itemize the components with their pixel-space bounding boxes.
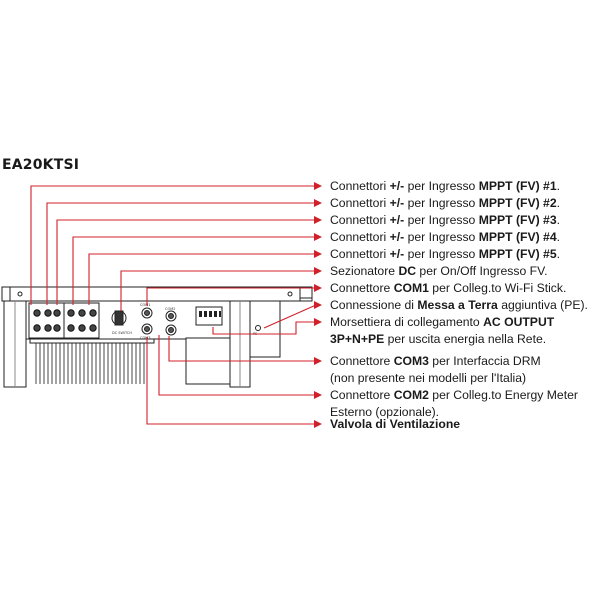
callout-emphasis: 3P+N+PE [330, 332, 385, 346]
arrow-icon [314, 199, 322, 207]
callout-text: per Interfaccia DRM [428, 354, 541, 368]
callout-mppt2: Connettori +/- per Ingresso MPPT (FV) #2… [330, 195, 560, 212]
leader-mppt4 [72, 236, 316, 305]
arrow-icon [314, 357, 322, 365]
callout-emphasis: Messa a Terra [417, 298, 498, 312]
callout-text: per Ingresso [404, 196, 479, 210]
callout-text: (non presente nei modelli per l'Italia) [330, 371, 527, 385]
callout-text: Connettori [330, 213, 390, 227]
callout-text: per uscita energia nella Rete. [384, 332, 547, 346]
arrow-icon [314, 216, 322, 224]
callout-text: Connettore [330, 354, 394, 368]
callout-arrowheads [314, 182, 322, 428]
arrow-icon [314, 233, 322, 241]
callout-emphasis: COM3 [393, 354, 429, 368]
leader-ground [263, 304, 317, 329]
callout-text: Connettori [330, 179, 390, 193]
callout-emphasis: AC OUTPUT [483, 315, 555, 329]
callout-dc-switch: Sezionatore DC per On/Off Ingresso FV. [330, 263, 547, 280]
screw-icon [287, 291, 293, 297]
callout-text: per Ingresso [404, 230, 479, 244]
arrow-icon [314, 182, 322, 190]
arrow-icon [314, 250, 322, 258]
leader-com1 [146, 287, 316, 306]
callout-text: aggiuntiva (PE). [497, 298, 588, 312]
callout-emphasis: MPPT (FV) #5 [478, 247, 557, 261]
arrow-icon [314, 420, 322, 428]
callout-text: Morsettiera di collegamento [330, 315, 484, 329]
com1-label: COM1 [140, 303, 150, 307]
callout-text: . [556, 247, 560, 261]
callout-ground: Connessione di Messa a Terra aggiuntiva … [330, 297, 588, 314]
arrow-icon [314, 391, 322, 399]
callout-text: per Ingresso [404, 179, 479, 193]
callout-text: . [556, 213, 560, 227]
callout-text: Esterno (opzionale). [330, 405, 440, 419]
callout-com3: Connettore COM3 per Interfaccia DRM (non … [330, 353, 541, 387]
callout-emphasis: MPPT (FV) #3 [478, 213, 557, 227]
callout-com1: Connettore COM1 per Colleg.to Wi-Fi Stic… [330, 280, 566, 297]
callout-text: per Colleg.to Energy Meter [428, 388, 578, 402]
callout-com2: Connettore COM2 per Colleg.to Energy Met… [330, 387, 578, 421]
leader-ac-output [212, 321, 316, 335]
callout-mppt1: Connettori +/- per Ingresso MPPT (FV) #1… [330, 178, 560, 195]
callout-emphasis: MPPT (FV) #2 [478, 196, 557, 210]
callout-emphasis: COM1 [393, 281, 429, 295]
callout-emphasis: Valvola di Ventilazione [330, 417, 461, 431]
callout-emphasis: +/- [389, 247, 405, 261]
callout-emphasis: DC [398, 264, 417, 278]
leader-mppt2 [46, 202, 316, 305]
callout-com2-line2: Esterno (opzionale). [330, 404, 578, 421]
leader-mppt1 [30, 185, 316, 305]
callout-text: Sezionatore [330, 264, 399, 278]
callout-emphasis: +/- [389, 230, 405, 244]
pv-connectors [33, 309, 97, 332]
callout-emphasis: MPPT (FV) #1 [478, 179, 557, 193]
callout-text: Connettori [330, 230, 390, 244]
arrow-icon [314, 301, 322, 309]
callout-text: Connettori [330, 196, 390, 210]
leader-com3 [168, 336, 316, 362]
com2-label: COM2 [165, 307, 175, 311]
callout-text: Connessione di [330, 298, 418, 312]
callout-text: . [556, 230, 560, 244]
callout-com3-line2: (non presente nei modelli per l'Italia) [330, 370, 541, 387]
callout-text: . [556, 179, 560, 193]
callout-mppt4: Connettori +/- per Ingresso MPPT (FV) #4… [330, 229, 560, 246]
callout-emphasis: +/- [389, 196, 405, 210]
callout-mppt5: Connettori +/- per Ingresso MPPT (FV) #5… [330, 246, 560, 263]
arrow-icon [314, 267, 322, 275]
callout-emphasis: MPPT (FV) #4 [478, 230, 557, 244]
callout-text: Connettori [330, 247, 390, 261]
screw-icon [17, 291, 23, 297]
callout-mppt3: Connettori +/- per Ingresso MPPT (FV) #3… [330, 212, 560, 229]
callout-emphasis: +/- [389, 213, 405, 227]
com3-label: COM3 [140, 336, 150, 340]
callout-ac-output: Morsettiera di collegamento AC OUTPUT 3P+… [330, 314, 554, 348]
callout-text: per On/Off Ingresso FV. [416, 264, 548, 278]
callout-emphasis: +/- [389, 179, 405, 193]
leader-dc-switch [120, 270, 316, 311]
inverter-bottom-view: DC SWITCH COM1 COM3 COM2 PE [1, 286, 313, 388]
model-title: EA20KTSI [2, 157, 80, 173]
leader-com2 [158, 335, 316, 396]
dc-switch-label: DC SWITCH [112, 331, 132, 335]
callout-text: Connettore [330, 281, 394, 295]
heat-sink [35, 342, 145, 384]
callout-text: Connettore [330, 388, 394, 402]
callout-vent: Valvola di Ventilazione [330, 416, 460, 433]
leader-mppt3 [56, 219, 316, 305]
callout-text: . [556, 196, 560, 210]
callout-leaders [30, 185, 317, 425]
callout-text: per Colleg.to Wi-Fi Stick. [428, 281, 567, 295]
leader-mppt5 [88, 253, 316, 305]
callout-text: per Ingresso [404, 213, 479, 227]
arrow-icon [314, 318, 322, 326]
callout-text: per Ingresso [404, 247, 479, 261]
callout-emphasis: COM2 [393, 388, 429, 402]
callout-ac-output-line2: 3P+N+PE per uscita energia nella Rete. [330, 331, 554, 348]
arrow-icon [314, 284, 322, 292]
leader-vent [146, 337, 316, 425]
